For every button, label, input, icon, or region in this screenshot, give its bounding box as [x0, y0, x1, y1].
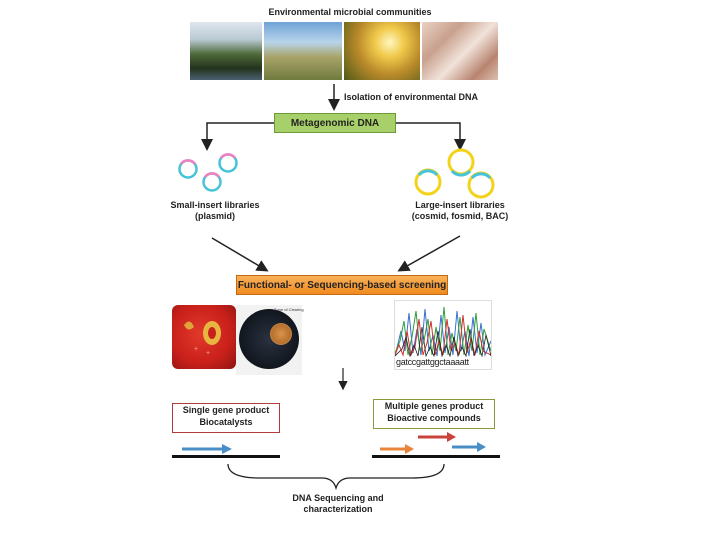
arrow-to-small-insert — [201, 122, 274, 151]
single-gene-line1: Single gene product — [182, 405, 270, 415]
large-insert-line2: (cosmid, fosmid, BAC) — [411, 211, 509, 221]
small-insert-line2: (plasmid) — [194, 211, 235, 221]
bacterial-colonies-icon: + + — [184, 321, 221, 357]
screening-box: Functional- or Sequencing-based screenin… — [236, 275, 448, 295]
clearing-colony — [270, 323, 292, 345]
metagenomic-dna-label: Metagenomic DNA — [290, 117, 380, 129]
final-step-label: DNA Sequencing and characterization — [268, 493, 408, 515]
diagram-title: Environmental microbial communities — [268, 7, 432, 17]
chromatogram-peaks-icon — [394, 306, 492, 358]
large-insert-line1: Large-insert libraries — [415, 200, 505, 210]
mountain-valley-photo — [264, 22, 342, 80]
svg-text:+: + — [206, 350, 210, 357]
multiple-genes-box: Multiple genes product Bioactive compoun… — [373, 399, 495, 429]
multiple-genes-line2: Bioactive compounds — [387, 413, 481, 423]
large-insert-plasmids — [414, 148, 495, 199]
large-insert-label: Large-insert libraries (cosmid, fosmid, … — [395, 200, 525, 222]
functional-screening-plate: + + — [172, 305, 236, 369]
sunlit-forest-photo — [344, 22, 420, 80]
zone-of-clearing-plate: Zone of Clearing — [236, 305, 304, 375]
screening-label: Functional- or Sequencing-based screenin… — [237, 279, 447, 291]
final-line1: DNA Sequencing and — [292, 493, 384, 503]
small-insert-line1: Small-insert libraries — [170, 200, 260, 210]
arrow-large-to-screening — [397, 235, 461, 272]
microbial-mat-photo — [422, 22, 498, 80]
single-gene-line2: Biocatalysts — [199, 417, 253, 427]
single-gene-dna-strand — [172, 455, 280, 458]
metagenomic-dna-box: Metagenomic DNA — [274, 113, 396, 133]
single-gene-box: Single gene product Biocatalysts — [172, 403, 280, 433]
multiple-gene-arrows — [380, 432, 486, 454]
zone-of-clearing-label: Zone of Clearing — [274, 307, 304, 312]
svg-text:+: + — [194, 346, 198, 353]
multiple-genes-line1: Multiple genes product — [384, 401, 484, 411]
small-insert-label: Small-insert libraries (plasmid) — [160, 200, 270, 222]
sequencing-chromatogram — [394, 300, 492, 370]
isolation-label: Isolation of environmental DNA — [344, 92, 479, 102]
arrow-to-large-insert — [395, 122, 466, 151]
arrow-small-to-screening — [211, 237, 269, 272]
merge-brace — [227, 463, 445, 491]
sequence-text: gatccgattggctaaaatt — [396, 357, 469, 367]
river-landscape-photo — [190, 22, 262, 80]
single-gene-arrow — [182, 444, 232, 454]
final-line2: characterization — [303, 504, 373, 514]
small-insert-plasmids — [178, 153, 238, 192]
multiple-genes-dna-strand — [372, 455, 500, 458]
